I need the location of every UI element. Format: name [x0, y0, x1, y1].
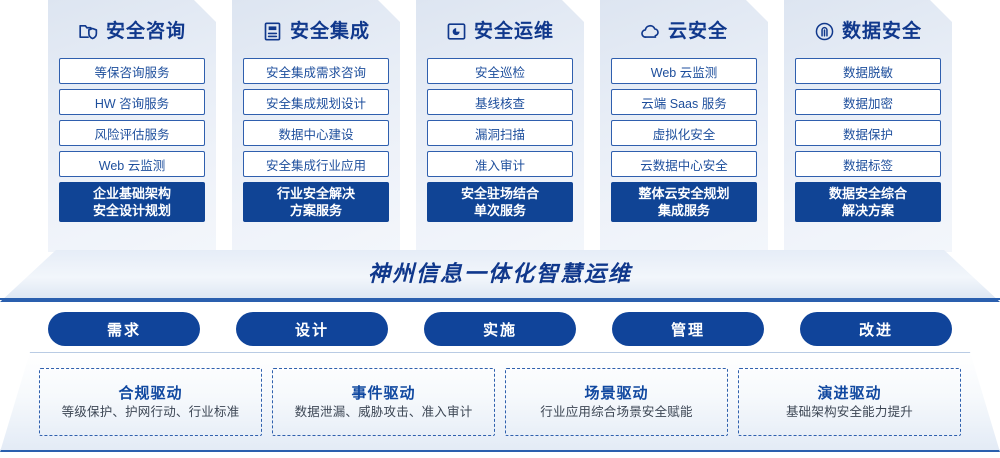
service-item[interactable]: Web 云监测 — [59, 151, 205, 177]
pillar-card-header: 安全运维 — [427, 10, 573, 52]
driver-subtitle: 基础架构安全能力提升 — [785, 404, 913, 419]
service-item[interactable]: Web 云监测 — [611, 58, 757, 84]
service-item[interactable]: 数据保护 — [795, 120, 941, 146]
driver-title: 场景驱动 — [584, 384, 649, 402]
service-item[interactable]: 等保咨询服务 — [59, 58, 205, 84]
stage-pill-requirements[interactable]: 需求 — [48, 312, 200, 346]
driver-card-evolution[interactable]: 演进驱动 基础架构安全能力提升 — [738, 368, 961, 436]
pillar-highlight-line-1: 安全驻场结合 — [460, 186, 539, 201]
service-item[interactable]: 数据加密 — [795, 89, 941, 115]
service-item[interactable]: 云数据中心安全 — [611, 151, 757, 177]
platform-banner-title: 神州信息一体化智慧运维 — [367, 261, 632, 286]
driver-card-scenario[interactable]: 场景驱动 行业应用综合场景安全赋能 — [505, 368, 728, 436]
pillar-card-data-security[interactable]: 数据安全 数据脱敏 数据加密 数据保护 数据标签 数据安全综合 解决方案 — [784, 0, 952, 252]
pillar-highlight-line-2: 集成服务 — [657, 203, 710, 218]
pillar-card-cloud-security[interactable]: 云安全 Web 云监测 云端 Saas 服务 虚拟化安全 云数据中心安全 整体云… — [600, 0, 768, 252]
pillar-highlight-box[interactable]: 行业安全解决 方案服务 — [243, 182, 389, 222]
pillar-card-header: 数据安全 — [795, 10, 941, 52]
driver-title: 演进驱动 — [817, 384, 882, 402]
service-item[interactable]: 云端 Saas 服务 — [611, 89, 757, 115]
stage-pill-management[interactable]: 管理 — [612, 312, 764, 346]
service-item[interactable]: 安全集成需求咨询 — [243, 58, 389, 84]
pillar-highlight-line-2: 单次服务 — [473, 203, 526, 218]
pillar-card-security-operations[interactable]: 安全运维 安全巡检 基线核查 漏洞扫描 准入审计 安全驻场结合 单次服务 — [416, 0, 584, 252]
pillar-highlight-line-2: 方案服务 — [289, 203, 342, 218]
service-item[interactable]: 安全集成行业应用 — [243, 151, 389, 177]
stage-pill-implementation[interactable]: 实施 — [424, 312, 576, 346]
service-item[interactable]: 安全巡检 — [427, 58, 573, 84]
service-item[interactable]: 数据脱敏 — [795, 58, 941, 84]
service-item[interactable]: 虚拟化安全 — [611, 120, 757, 146]
lifecycle-stages-row: 需求 设计 实施 管理 改进 — [0, 312, 1000, 348]
stage-pill-improvement[interactable]: 改进 — [800, 312, 952, 346]
pillar-highlight-box[interactable]: 安全驻场结合 单次服务 — [427, 182, 573, 222]
service-item[interactable]: 风险评估服务 — [59, 120, 205, 146]
service-item[interactable]: 漏洞扫描 — [427, 120, 573, 146]
driver-subtitle: 数据泄漏、威胁攻击、准入审计 — [294, 404, 473, 419]
archive-document-icon — [262, 21, 283, 42]
pillar-card-title: 云安全 — [667, 20, 728, 42]
drivers-row: 合规驱动 等级保护、护网行动、行业标准 事件驱动 数据泄漏、威胁攻击、准入审计 … — [0, 352, 1000, 452]
pillar-highlight-line-1: 数据安全综合 — [828, 186, 907, 201]
pillar-highlight-box[interactable]: 整体云安全规划 集成服务 — [611, 182, 757, 222]
pillar-highlight-line-1: 整体云安全规划 — [638, 186, 730, 201]
driver-title: 事件驱动 — [351, 384, 416, 402]
pillar-card-header: 安全集成 — [243, 10, 389, 52]
service-item[interactable]: HW 咨询服务 — [59, 89, 205, 115]
cloud-icon — [640, 21, 661, 42]
pillar-card-title: 数据安全 — [841, 20, 922, 42]
pillar-highlight-line-1: 企业基础架构 — [92, 186, 171, 201]
stage-pill-design[interactable]: 设计 — [236, 312, 388, 346]
pillar-card-security-integration[interactable]: 安全集成 安全集成需求咨询 安全集成规划设计 数据中心建设 安全集成行业应用 行… — [232, 0, 400, 252]
pillar-card-title: 安全集成 — [289, 20, 370, 42]
driver-subtitle: 等级保护、护网行动、行业标准 — [61, 404, 240, 419]
pillar-highlight-box[interactable]: 企业基础架构 安全设计规划 — [59, 182, 205, 222]
pillar-highlight-line-1: 行业安全解决 — [276, 186, 355, 201]
service-item[interactable]: 数据标签 — [795, 151, 941, 177]
pillar-card-title: 安全运维 — [473, 20, 554, 42]
pillar-highlight-line-2: 安全设计规划 — [92, 203, 171, 218]
service-item[interactable]: 基线核查 — [427, 89, 573, 115]
monitor-chart-icon — [446, 21, 467, 42]
service-item[interactable]: 安全集成规划设计 — [243, 89, 389, 115]
driver-card-incident[interactable]: 事件驱动 数据泄漏、威胁攻击、准入审计 — [272, 368, 495, 436]
pillar-cards-row: 安全咨询 等保咨询服务 HW 咨询服务 风险评估服务 Web 云监测 企业基础架… — [0, 0, 1000, 252]
fingerprint-icon — [814, 21, 835, 42]
pillar-card-title: 安全咨询 — [105, 20, 186, 42]
driver-card-compliance[interactable]: 合规驱动 等级保护、护网行动、行业标准 — [39, 368, 262, 436]
pillar-card-header: 云安全 — [611, 10, 757, 52]
pillar-card-security-consulting[interactable]: 安全咨询 等保咨询服务 HW 咨询服务 风险评估服务 Web 云监测 企业基础架… — [48, 0, 216, 252]
pillar-highlight-line-2: 解决方案 — [841, 203, 894, 218]
service-item[interactable]: 数据中心建设 — [243, 120, 389, 146]
folder-shield-icon — [78, 21, 99, 42]
pillar-card-header: 安全咨询 — [59, 10, 205, 52]
pillar-highlight-box[interactable]: 数据安全综合 解决方案 — [795, 182, 941, 222]
platform-banner: 神州信息一体化智慧运维 — [0, 250, 1000, 302]
driver-title: 合规驱动 — [118, 384, 183, 402]
banner-bottom-rule — [0, 298, 1000, 300]
driver-subtitle: 行业应用综合场景安全赋能 — [540, 404, 693, 419]
service-item[interactable]: 准入审计 — [427, 151, 573, 177]
